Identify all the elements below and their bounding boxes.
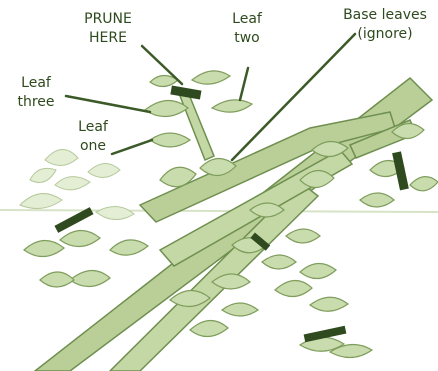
label-base-leaves-line1: Base leaves — [336, 6, 434, 25]
pointer-leaf-two — [240, 68, 248, 100]
label-prune-here: PRUNE HERE — [76, 10, 140, 48]
label-leaf-one-line2: one — [72, 137, 114, 156]
label-leaf-two: Leaf two — [224, 10, 270, 48]
label-leaf-one: Leaf one — [72, 118, 114, 156]
label-leaf-one-line1: Leaf — [72, 118, 114, 137]
label-leaf-three-line1: Leaf — [10, 74, 62, 93]
label-leaf-two-line2: two — [224, 29, 270, 48]
label-leaf-three: Leaf three — [10, 74, 62, 112]
label-base-leaves: Base leaves (ignore) — [336, 6, 434, 44]
label-leaf-three-line2: three — [10, 93, 62, 112]
trellis-wire — [0, 210, 438, 212]
pointer-leaf-one — [112, 140, 152, 154]
faded-leaves-left — [20, 149, 134, 219]
label-prune-line2: HERE — [76, 29, 140, 48]
label-leaf-two-line1: Leaf — [224, 10, 270, 29]
label-prune-line1: PRUNE — [76, 10, 140, 29]
label-base-leaves-line2: (ignore) — [336, 25, 434, 44]
pointer-leaf-three — [66, 96, 150, 112]
